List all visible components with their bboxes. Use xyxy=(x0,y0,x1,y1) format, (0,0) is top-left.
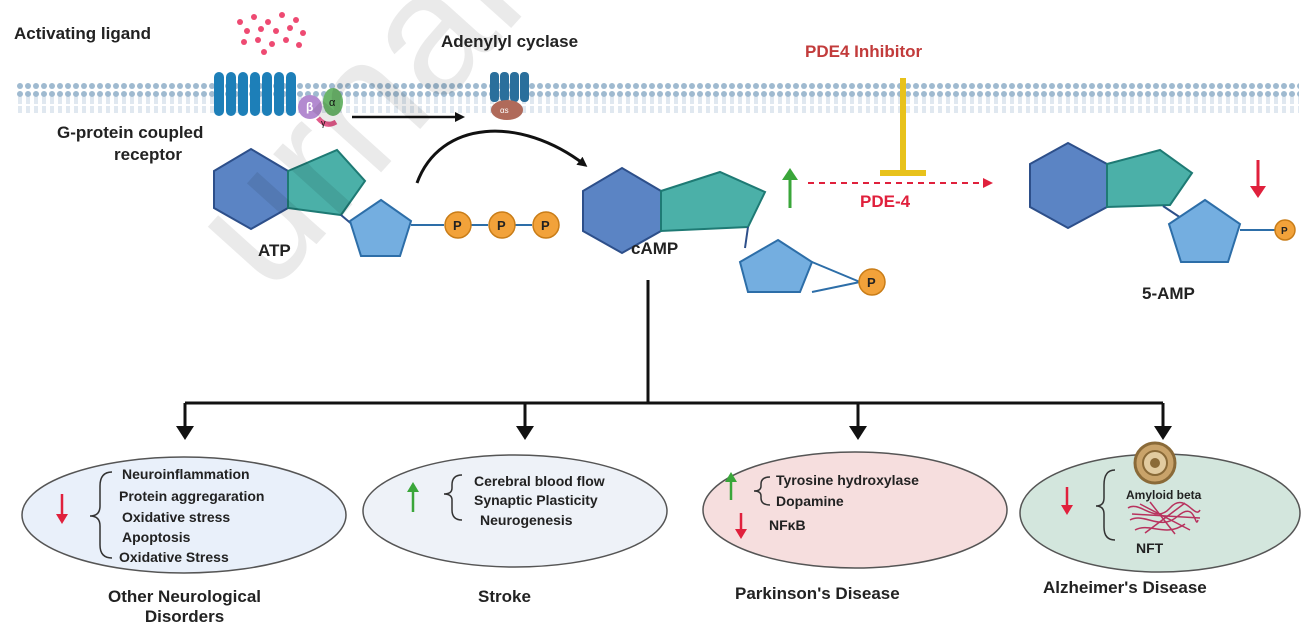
circle-other-disorders xyxy=(21,456,347,574)
amp5-down-arrowhead xyxy=(1250,186,1266,198)
pde4-inhibitor-label: PDE4 Inhibitor xyxy=(805,42,923,61)
gpcr-label-line1: G-protein coupled xyxy=(57,123,204,142)
parkinson-down-arrow xyxy=(735,513,747,539)
branch-arrowheads xyxy=(176,426,1172,440)
stroke-item-2: Synaptic Plasticity xyxy=(474,492,598,508)
alzheimer-item-2: NFT xyxy=(1136,540,1164,556)
nft-tangle-icon xyxy=(1127,501,1201,535)
adenylyl-cyclase-protein xyxy=(490,72,529,120)
parkinson-item-1: Tyrosine hydroxylase xyxy=(776,472,919,488)
other-title-line1: Other Neurological xyxy=(107,587,262,606)
alzheimer-item-1: Amyloid beta xyxy=(1126,488,1202,502)
circle-stroke xyxy=(362,454,668,568)
arrow-atp-to-camp xyxy=(415,129,588,184)
branch-tree xyxy=(183,280,1165,428)
camp-label: cAMP xyxy=(631,239,679,258)
other-item-5: Oxidative Stress xyxy=(119,549,229,565)
atp-phosphate-3: P xyxy=(541,218,550,233)
amp5-molecule xyxy=(1029,141,1296,263)
camp-molecule xyxy=(582,166,886,296)
other-item-1: Neuroinflammation xyxy=(122,466,250,482)
g-alpha-subunit xyxy=(323,88,343,116)
braces xyxy=(89,469,1116,559)
amp5-phosphate: P xyxy=(1281,226,1288,237)
adenylyl-cyclase-label: Adenylyl cyclase xyxy=(441,32,579,51)
stroke-title: Stroke xyxy=(478,587,531,606)
atp-phosphate-1: P xyxy=(453,218,462,233)
alzheimer-down-arrow xyxy=(1061,487,1073,515)
atp-label: ATP xyxy=(258,241,291,260)
circle-parkinson xyxy=(702,451,1008,569)
atp-phosphate-2: P xyxy=(497,218,506,233)
alzheimer-title: Alzheimer's Disease xyxy=(1043,578,1207,597)
alpha-label: α xyxy=(329,97,336,109)
other-title-line2: Disorders xyxy=(144,607,225,626)
ligand-dots xyxy=(237,12,306,55)
g-beta-subunit xyxy=(298,95,322,119)
parkinson-item-3: NFκB xyxy=(769,517,806,533)
other-item-2: Protein aggregaration xyxy=(119,488,265,504)
activating-ligand-label: Activating ligand xyxy=(14,24,151,43)
gamma-label: γ xyxy=(321,118,326,128)
other-down-arrow xyxy=(56,494,68,524)
stroke-up-arrow xyxy=(407,482,419,512)
other-item-3: Oxidative stress xyxy=(122,509,231,525)
parkinson-item-2: Dopamine xyxy=(776,493,844,509)
camp-phosphate: P xyxy=(867,275,876,290)
amp5-label: 5-AMP xyxy=(1142,284,1195,303)
stroke-item-1: Cerebral blood flow xyxy=(474,473,605,489)
atp-molecule xyxy=(213,147,560,257)
amyloid-plaque-icon xyxy=(1133,441,1177,485)
parkinson-up-arrow xyxy=(725,472,737,500)
beta-label: β xyxy=(306,100,313,114)
gpcr-label-line2: receptor xyxy=(114,145,183,164)
alpha-s-label: αs xyxy=(500,106,509,115)
stroke-item-3: Neurogenesis xyxy=(480,512,573,528)
gpcr-receptor xyxy=(214,72,296,116)
camp-up-arrowhead xyxy=(782,168,798,180)
cell-membrane xyxy=(15,83,1299,113)
other-item-4: Apoptosis xyxy=(122,529,191,545)
pde4-label: PDE-4 xyxy=(860,192,911,211)
parkinson-title: Parkinson's Disease xyxy=(735,584,900,603)
g-gamma-subunit xyxy=(316,116,338,127)
